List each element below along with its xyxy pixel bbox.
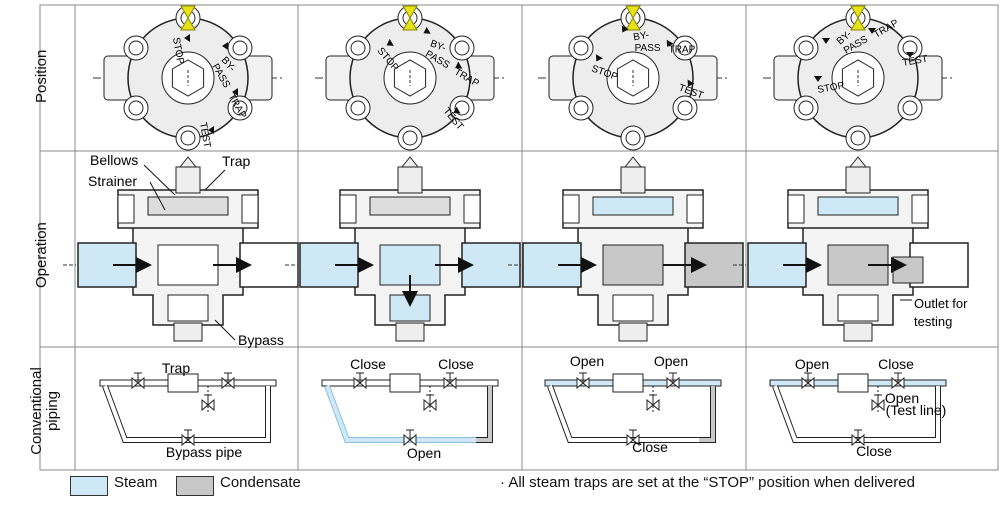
piping-3-close-bottom: Close [632, 439, 668, 455]
piping-1-trap-label: Trap [162, 360, 190, 376]
row-label-position: Position [33, 49, 50, 103]
legend-swatch-condensate [176, 476, 214, 496]
piping-2-open-bottom: Open [407, 445, 441, 461]
callout-bellows: Bellows [90, 152, 138, 168]
piping-3-open-right: Open [654, 353, 688, 369]
delivery-note: · All steam traps are set at the “STOP” … [500, 474, 915, 491]
piping-diagram-1 [99, 372, 277, 447]
dial-stop-label: STOP [170, 37, 186, 66]
piping-2-close-left: Close [350, 356, 386, 372]
piping-diagram-2 [321, 372, 499, 447]
table-grid [39, 4, 999, 471]
dial-trap-label: TRAP [669, 44, 696, 55]
piping-4-open-left: Open [795, 356, 829, 372]
row-label-piping-line1: Conventional [28, 367, 45, 455]
piping-1-bypass-label: Bypass pipe [166, 444, 242, 460]
dial-bypass-label-1: BY- [429, 38, 448, 54]
dial-test-label: TEST [197, 122, 212, 149]
callout-outlet-line2: testing [914, 314, 952, 329]
callout-strainer: Strainer [88, 173, 137, 189]
callout-trap: Trap [222, 153, 250, 169]
valve-section-1 [63, 156, 299, 342]
piping-4-close-bottom: Close [856, 443, 892, 459]
valve-section-2 [285, 156, 521, 342]
legend-steam: Steam [114, 474, 158, 491]
dial-stop-label: STOP [817, 80, 846, 96]
valve-section-4 [733, 156, 969, 342]
valve-section-3 [508, 156, 744, 342]
legend-condensate: Condensate [220, 474, 301, 491]
dial-bypass-label-2: PASS [635, 43, 661, 54]
row-label-operation: Operation [33, 222, 50, 288]
piping-diagram-4 [769, 372, 947, 447]
piping-3-open-left: Open [570, 353, 604, 369]
callout-outlet-line1: Outlet for [914, 296, 968, 311]
piping-4-close-right: Close [878, 356, 914, 372]
piping-4-test-line: (Test line) [886, 402, 947, 418]
piping-4-open-side: Open [885, 390, 919, 406]
legend-swatch-steam [70, 476, 108, 496]
row-label-piping: Conventional piping [28, 366, 61, 456]
callout-bypass: Bypass [238, 332, 284, 348]
dial-bypass-label-1: BY- [633, 30, 650, 44]
piping-diagram-3 [544, 372, 722, 447]
piping-2-close-right: Close [438, 356, 474, 372]
row-label-piping-line2: piping [44, 390, 61, 432]
dial-test-label: TEST [902, 54, 929, 69]
